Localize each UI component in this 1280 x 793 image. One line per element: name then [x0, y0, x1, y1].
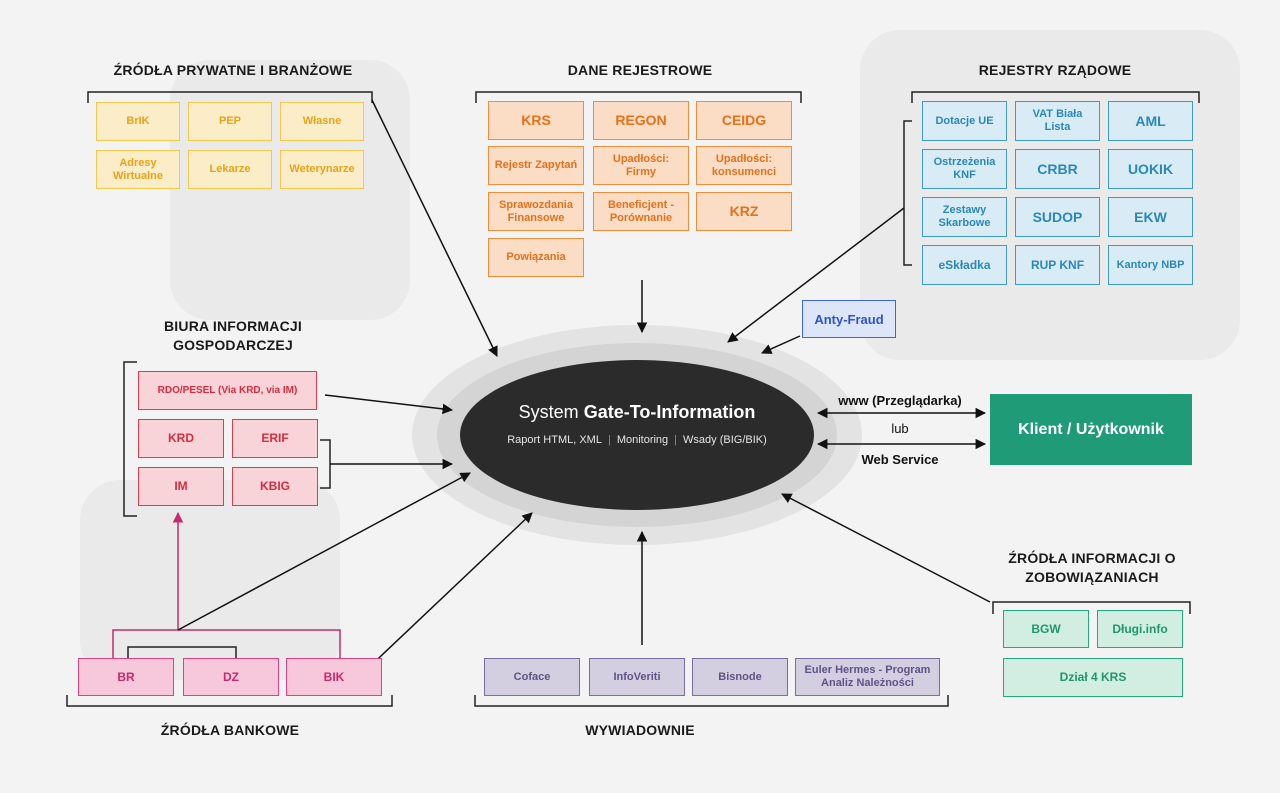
box-erif: ERIF: [232, 419, 318, 458]
bracket-big: [123, 361, 137, 517]
bracket-registry: [475, 91, 802, 103]
box-ekw: EKW: [1108, 197, 1193, 237]
arrow-bank-to-system: [177, 472, 471, 631]
obligations-title: ŹRÓDŁA INFORMACJI O ZOBOWIĄZANIACH: [1008, 550, 1176, 585]
bracket-private: [87, 91, 373, 103]
system-title: System Gate-To-Information: [462, 402, 812, 423]
system-title-name: Gate-To-Information: [583, 402, 756, 422]
box-powiazania: Powiązania: [488, 238, 584, 277]
agencies-title: WYWIADOWNIE: [585, 722, 695, 738]
box-upadlosci-konsumenci: Upadłości: konsumenci: [696, 146, 792, 185]
box-vat-biala-lista: VAT Biała Lista: [1015, 101, 1100, 141]
arrow-bik-system: [362, 512, 533, 674]
box-crbr: CRBR: [1015, 149, 1100, 189]
system-features: Raport HTML, XML|Monitoring|Wsady (BIG/B…: [507, 434, 767, 446]
box-rejestr-zapytan: Rejestr Zapytań: [488, 146, 584, 185]
arrow-rdo-to-system: [324, 394, 454, 415]
bank-sources-title: ŹRÓDŁA BANKOWE: [160, 722, 300, 738]
box-kantory-nbp: Kantory NBP: [1108, 245, 1193, 285]
box-sudop: SUDOP: [1015, 197, 1100, 237]
system-feature: Raport HTML, XML: [507, 434, 602, 446]
arrow-government-to-system: [727, 207, 905, 343]
registry-data-title: DANE REJESTROWE: [567, 62, 713, 78]
box-eskladka: eSkładka: [922, 245, 1007, 285]
label-lub: lub: [891, 421, 909, 436]
box-im: IM: [138, 467, 224, 506]
bracket-obligations: [992, 601, 1191, 614]
box-infoveriti: InfoVeriti: [589, 658, 685, 696]
bracket-br-dz: [127, 646, 237, 658]
box-kbig: KBIG: [232, 467, 318, 506]
box-upadlosci-firmy: Upadłości: Firmy: [593, 146, 689, 185]
box-weterynarze: Weterynarze: [280, 150, 364, 189]
box-anty-fraud: Anty-Fraud: [802, 300, 896, 338]
private-sources-title: ŹRÓDŁA PRYWATNE I BRANŻOWE: [113, 62, 353, 78]
box-br: BR: [78, 658, 174, 696]
box-beneficjent: Beneficjent - Porównanie: [593, 192, 689, 231]
arrow-private-to-system: [371, 99, 498, 357]
box-dzial-4-krs: Dział 4 KRS: [1003, 658, 1183, 697]
client-box: Klient / Użytkownik: [990, 394, 1192, 465]
box-adresy-wirtualne: Adresy Wirtualne: [96, 150, 180, 189]
box-pep: PEP: [188, 102, 272, 141]
bracket-big-right: [320, 439, 331, 489]
box-ceidg: CEIDG: [696, 101, 792, 140]
box-dlugi-info: Długi.info: [1097, 610, 1183, 648]
label-webservice: Web Service: [861, 452, 939, 467]
box-bgw: BGW: [1003, 610, 1089, 648]
system-feature: Monitoring: [616, 434, 669, 446]
box-rup-knf: RUP KNF: [1015, 245, 1100, 285]
box-krs: KRS: [488, 101, 584, 140]
box-sprawozdania: Sprawozdania Finansowe: [488, 192, 584, 231]
label-www: www (Przeglądarka): [838, 393, 962, 408]
box-aml: AML: [1108, 101, 1193, 141]
arrow-antifraud-to-system: [761, 335, 801, 354]
box-ostrzezenia-knf: Ostrzeżenia KNF: [922, 149, 1007, 189]
system-ellipse: [460, 360, 814, 510]
big-title: BIURA INFORMACJI GOSPODARCZEJ: [163, 318, 302, 353]
arrow-obligations-to-system: [781, 493, 991, 603]
bracket-government-side: [903, 120, 912, 266]
box-brik: BrIK: [96, 102, 180, 141]
box-krz: KRZ: [696, 192, 792, 231]
box-dz: DZ: [183, 658, 279, 696]
box-bik: BIK: [286, 658, 382, 696]
bracket-government: [911, 91, 1200, 103]
box-lekarze: Lekarze: [188, 150, 272, 189]
box-euler-hermes: Euler Hermes - Program Analiz Należności: [795, 658, 940, 696]
bracket-bank-pink: [112, 629, 341, 658]
system-title-prefix: System: [518, 402, 579, 422]
background-shape: [860, 30, 1240, 360]
box-wlasne: Własne: [280, 102, 364, 141]
box-dotacje-ue: Dotacje UE: [922, 101, 1007, 141]
box-krd: KRD: [138, 419, 224, 458]
box-bisnode: Bisnode: [692, 658, 788, 696]
box-rdo-pesel: RDO/PESEL (Via KRD, via IM): [138, 371, 317, 410]
box-coface: Coface: [484, 658, 580, 696]
box-zestawy-skarbowe: Zestawy Skarbowe: [922, 197, 1007, 237]
box-uokik: UOKIK: [1108, 149, 1193, 189]
bracket-bank: [66, 695, 393, 707]
bracket-agencies: [474, 695, 949, 707]
gov-registries-title: REJESTRY RZĄDOWE: [978, 62, 1132, 78]
system-feature: Wsady (BIG/BIK): [683, 434, 767, 446]
box-regon: REGON: [593, 101, 689, 140]
